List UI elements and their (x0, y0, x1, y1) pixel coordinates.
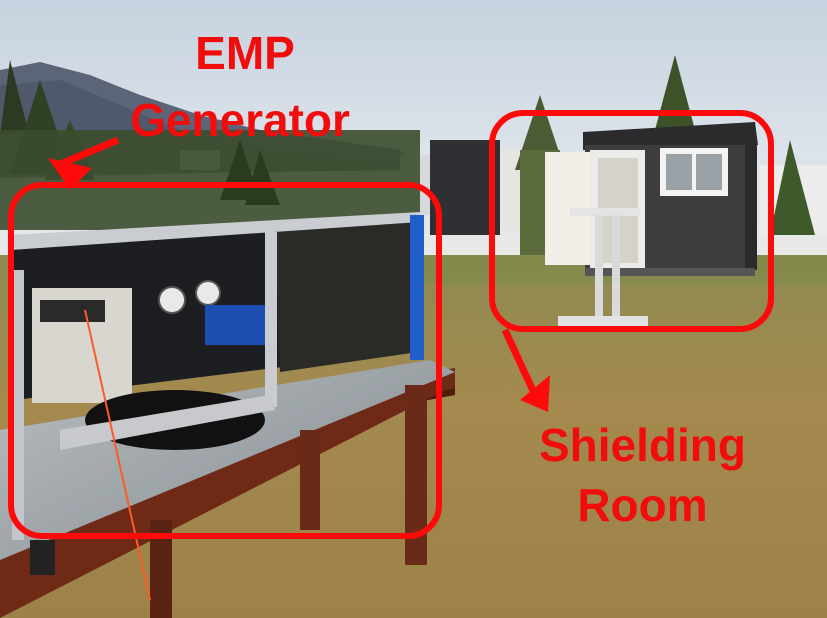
shielding-room-label-line2: Room (577, 479, 708, 531)
emp-generator-device (10, 212, 424, 601)
generator-outline (8, 182, 442, 539)
emp-generator-label-line1: EMP (195, 27, 295, 79)
emp-generator-label-line2: Generator (130, 94, 350, 146)
antenna-stand (558, 208, 648, 326)
shielding-room-outline (489, 110, 774, 332)
shielding-room-cabin (545, 122, 758, 276)
shielding-room-label-line1: Shielding (539, 419, 746, 471)
